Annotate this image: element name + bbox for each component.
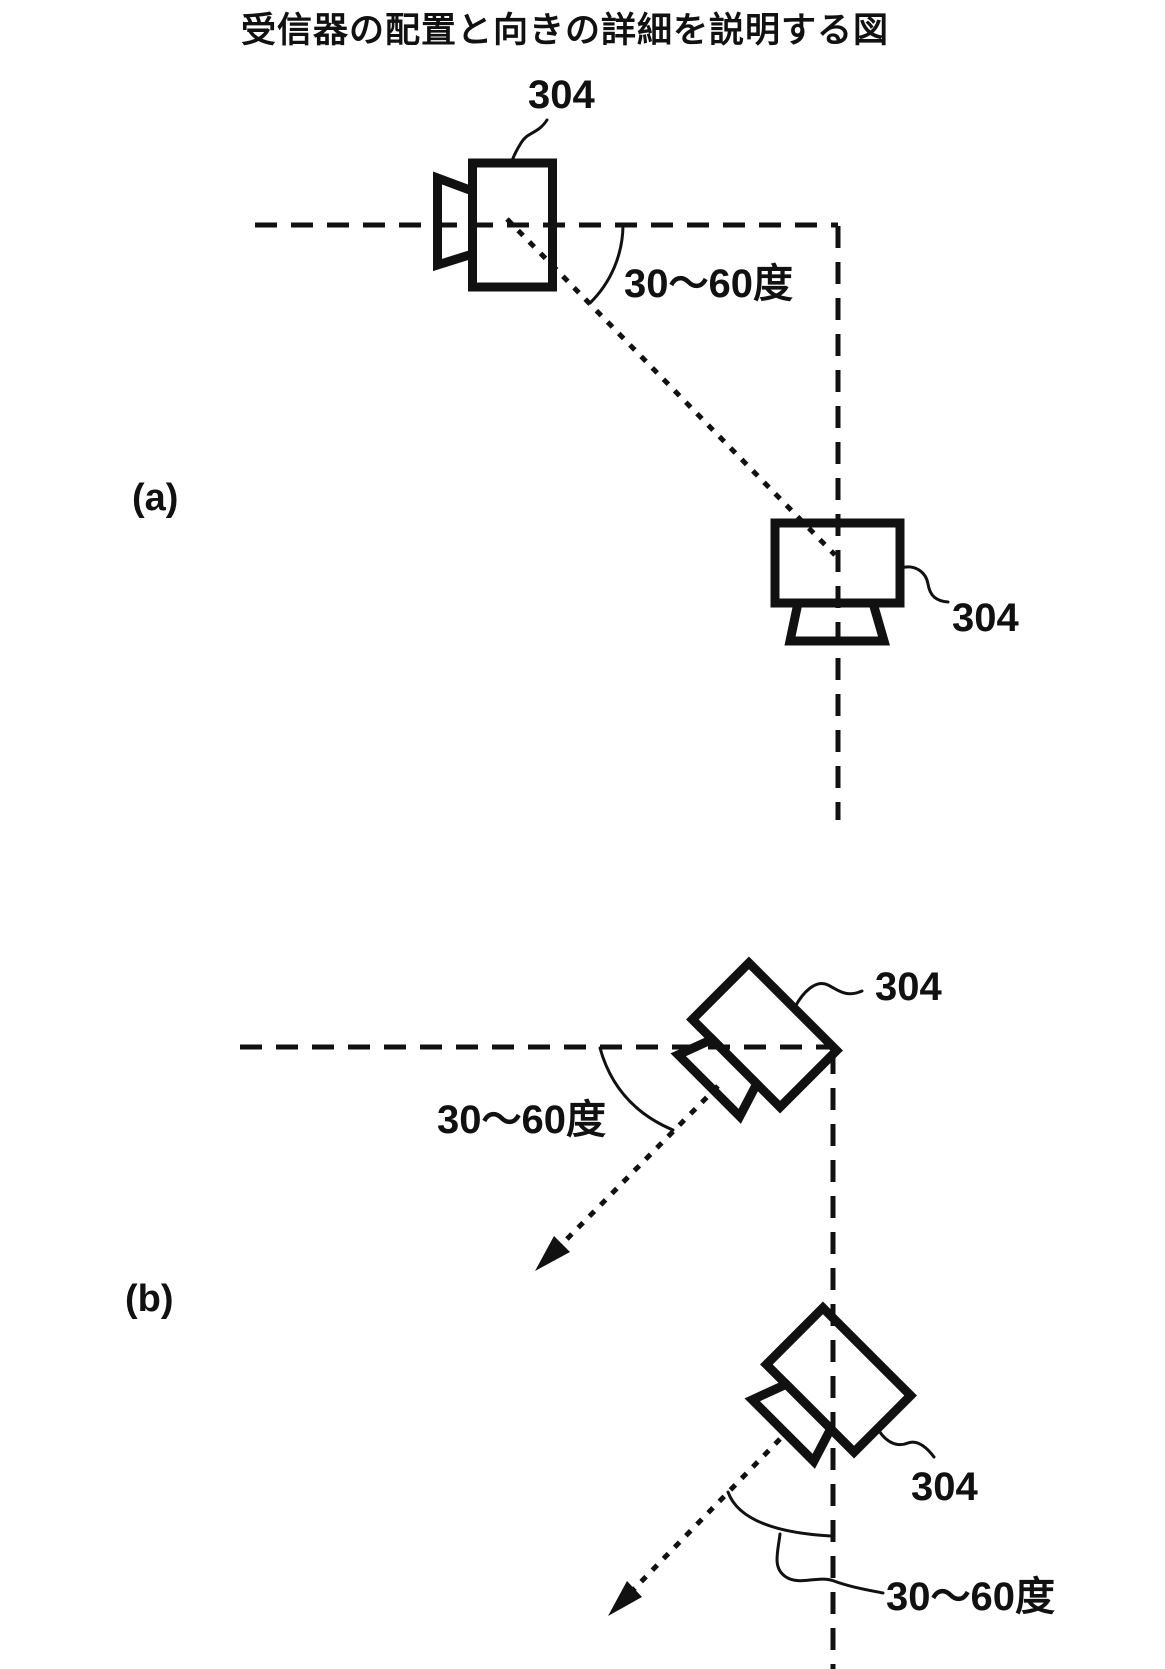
figure-b-label: (b) [125, 1278, 174, 1320]
ref-label-a-top: 304 [528, 73, 595, 117]
ref-label-b-upper: 304 [875, 965, 942, 1009]
angle-arc-b-upper [598, 1046, 675, 1132]
diagram-title: 受信器の配置と向きの詳細を説明する図 [241, 11, 889, 50]
figure-b: 304 304 30～60度 30～60度 (b) [125, 963, 1055, 1669]
leader-line-b-lower [875, 1425, 936, 1459]
angle-label-a: 30～60度 [624, 262, 793, 306]
leader-line-angle-b-lower [775, 1532, 885, 1595]
leader-line-a-top [510, 118, 549, 163]
angle-label-b-upper: 30～60度 [437, 1098, 606, 1142]
arrowhead-b-lower [608, 1581, 642, 1616]
ref-label-b-lower: 304 [911, 1465, 978, 1509]
angle-arc-a [588, 223, 625, 305]
arrowhead-b-upper [535, 1236, 570, 1271]
figure-a: 304 304 30～60度 (a) [132, 73, 1019, 820]
leader-line-a-bottom [899, 565, 950, 604]
pointing-arrow-line-b-upper [559, 1084, 720, 1247]
figure-a-label: (a) [132, 477, 178, 519]
angle-arc-b-lower [726, 1490, 833, 1538]
leader-line-b-upper [793, 982, 864, 1009]
angle-label-b-lower: 30～60度 [886, 1575, 1055, 1619]
ref-label-a-bottom: 304 [952, 596, 1019, 640]
pointing-arrow-line-b-lower [632, 1437, 782, 1591]
